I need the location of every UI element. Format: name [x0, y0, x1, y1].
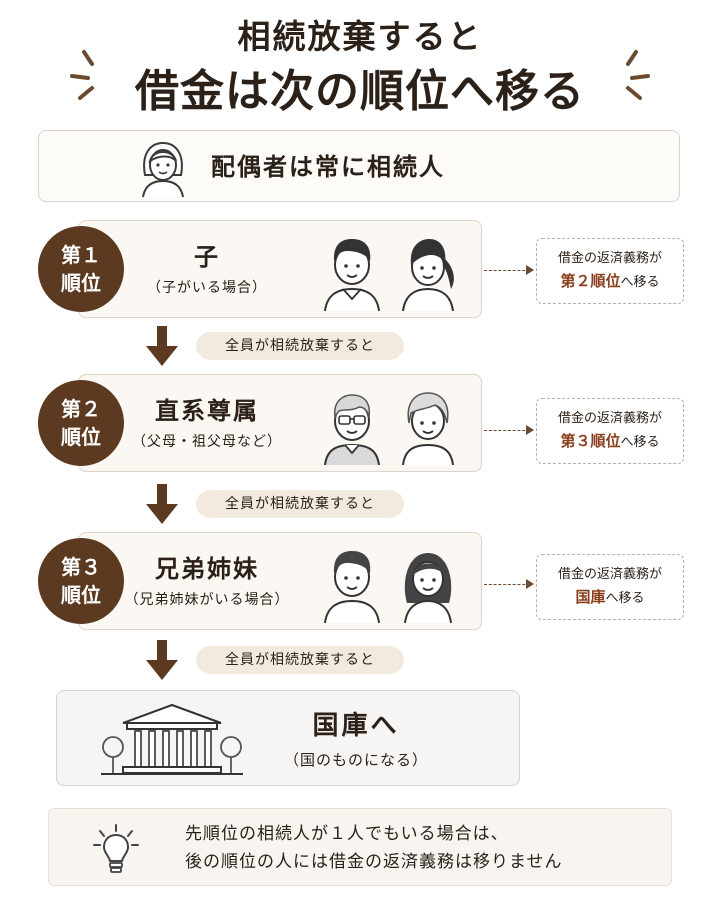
footer-text: 先順位の相続人が１人でもいる場合は、 後の順位の人には借金の返済義務は移りません — [185, 820, 563, 876]
rank2-note-line2: 第３順位へ移る — [537, 430, 683, 454]
rank1-title: 子 — [194, 243, 220, 271]
rank2-note: 借金の返済義務が 第３順位へ移る — [536, 398, 684, 464]
rank3-arrow-head — [526, 579, 534, 589]
rank2-subtitle: （父母・祖父母など） — [132, 434, 282, 450]
rank1-arrow-head — [526, 265, 534, 275]
rank3-badge: 第３ 順位 — [38, 538, 124, 624]
rank1-note: 借金の返済義務が 第２順位へ移る — [536, 238, 684, 304]
rank2-badge: 第２ 順位 — [38, 380, 124, 466]
treasury-box: 国庫へ （国のものになる） — [56, 690, 520, 786]
rank3-note-line2: 国庫へ移る — [537, 586, 683, 610]
title-line1: 相続放棄すると — [237, 17, 483, 56]
down-arrow-icon — [146, 484, 178, 524]
rank2-dotted-connector — [484, 430, 530, 431]
footer-note: 先順位の相続人が１人でもいる場合は、 後の順位の人には借金の返済義務は移りません — [48, 808, 672, 886]
rank3-note: 借金の返済義務が 国庫へ移る — [536, 554, 684, 620]
connector-label-3: 全員が相続放棄すると — [196, 646, 404, 674]
rank1-note-suffix: へ移る — [620, 275, 660, 290]
rank2-badge-top: 第２ — [61, 397, 101, 421]
rank3-badge-bottom: 順位 — [61, 583, 101, 607]
connector-label-1: 全員が相続放棄すると — [196, 332, 404, 360]
rank3-box: 兄弟姉妹 （兄弟姉妹がいる場合） — [78, 532, 482, 630]
grandmother-avatar-icon — [402, 392, 454, 465]
rank1-dotted-connector — [484, 270, 530, 271]
rank3-dotted-connector — [484, 584, 530, 585]
rank2-badge-bottom: 順位 — [61, 425, 101, 449]
boy-avatar-icon — [324, 239, 380, 311]
rank2-box: 直系尊属 （父母・祖父母など） — [78, 374, 482, 472]
sister-avatar-icon — [404, 553, 452, 623]
down-arrow-icon — [146, 326, 178, 366]
brother-avatar-icon — [324, 551, 380, 623]
down-arrow-icon — [146, 640, 178, 680]
rank2-note-line1: 借金の返済義務が — [557, 411, 662, 426]
rank3-note-line1: 借金の返済義務が — [557, 567, 662, 582]
rank1-subtitle: （子がいる場合） — [147, 280, 267, 296]
rank3-title: 兄弟姉妹 — [155, 555, 259, 583]
rank2-title: 直系尊属 — [155, 397, 259, 425]
rank1-badge-top: 第１ — [61, 243, 101, 267]
title-line2: 借金は次の順位へ移る — [135, 66, 585, 117]
girl-avatar-icon — [402, 239, 454, 311]
left-sparkle-icon — [70, 50, 94, 100]
woman-avatar-icon — [142, 141, 184, 198]
rank1-note-line1: 借金の返済義務が — [557, 251, 662, 266]
rank2-note-suffix: へ移る — [620, 435, 660, 450]
footer-line2: 後の順位の人には借金の返済義務は移りません — [185, 852, 563, 872]
rank2-arrow-head — [526, 425, 534, 435]
spouse-box: 配偶者は常に相続人 — [38, 130, 680, 202]
spouse-label: 配偶者は常に相続人 — [211, 153, 445, 181]
rank1-badge: 第１ 順位 — [38, 226, 124, 312]
rank3-note-suffix: へ移る — [605, 591, 645, 606]
connector-label-2: 全員が相続放棄すると — [196, 490, 404, 518]
rank3-note-emphasis: 国庫 — [575, 588, 606, 606]
rank1-note-line2: 第２順位へ移る — [537, 270, 683, 294]
right-sparkle-icon — [626, 50, 650, 100]
grandfather-avatar-icon — [324, 394, 380, 465]
rank1-note-emphasis: 第２順位 — [560, 272, 621, 290]
page-title: 相続放棄すると 借金は次の順位へ移る — [0, 14, 720, 122]
rank1-badge-bottom: 順位 — [61, 271, 101, 295]
treasury-subtitle: （国のものになる） — [283, 751, 428, 769]
rank3-subtitle: （兄弟姉妹がいる場合） — [124, 592, 290, 608]
rank1-box: 子 （子がいる場合） — [78, 220, 482, 318]
lightbulb-icon — [93, 824, 139, 873]
footer-line1: 先順位の相続人が１人でもいる場合は、 — [185, 824, 509, 844]
treasury-title: 国庫へ — [312, 711, 400, 741]
rank2-note-emphasis: 第３順位 — [560, 432, 621, 450]
government-building-icon — [101, 703, 243, 775]
rank3-badge-top: 第３ — [61, 555, 101, 579]
